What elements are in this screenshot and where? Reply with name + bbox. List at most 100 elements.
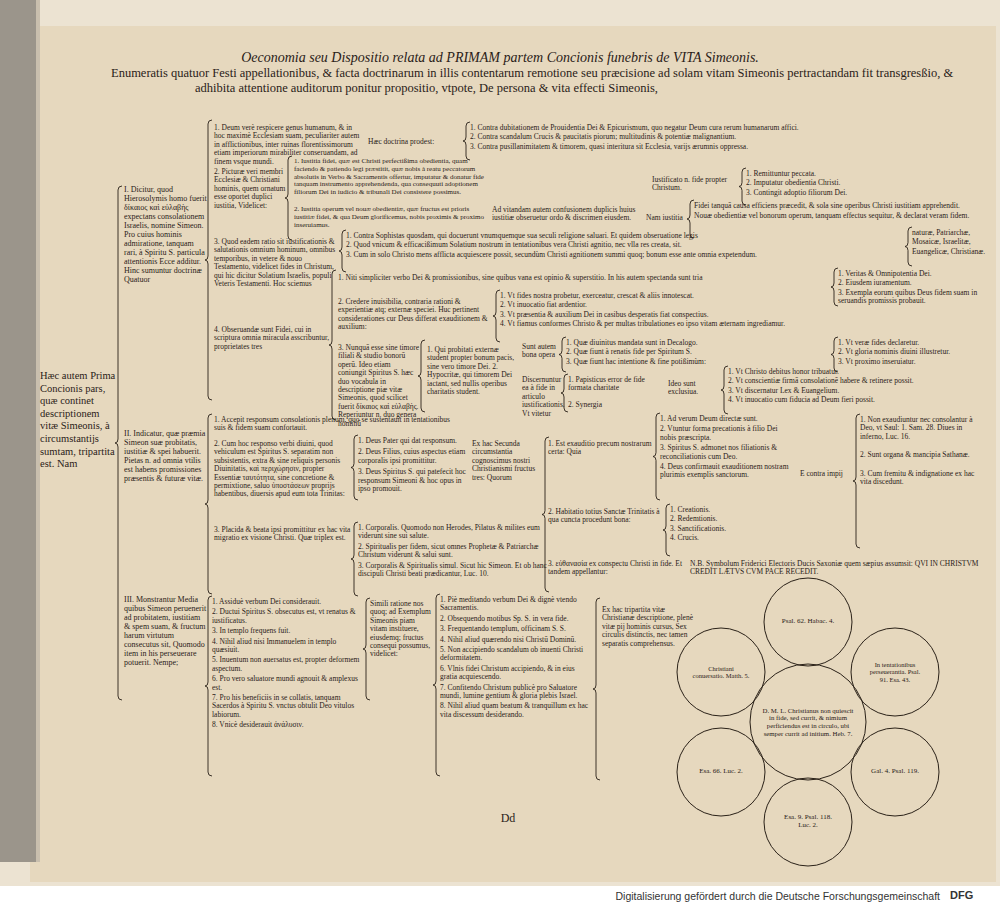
curly-bracket: [493, 290, 500, 342]
bracket-text: 3. Placida & beata ipsi promittitur ex h…: [214, 526, 352, 543]
circle-text: Christiani conuersatio. Matth. 5.: [692, 665, 750, 680]
curly-bracket: [115, 186, 122, 700]
bracket-text: Fidei tanquā causa efficiens præcedit, &…: [694, 202, 984, 210]
footer-note: DFG: [950, 889, 990, 901]
bracket-column: 1. Vt fides nostra probetur, exerceatur,…: [500, 292, 830, 329]
bracket-text: Ideo sunt exclusiua.: [668, 380, 720, 397]
bracket-text: 3. Corporalis & Spiritualis simul. Sicut…: [358, 562, 548, 579]
curly-bracket: [329, 270, 336, 420]
bracket-text: 1. Vt fides nostra probetur, exerceatur,…: [500, 292, 830, 300]
outer-circle: Christiani conuersatio. Matth. 5.: [676, 627, 766, 717]
bracket-text: 5. Inuentum non auersatus est, propter d…: [212, 656, 362, 673]
bracket-text: Enumeratis quatuor Festi appellationibus…: [195, 66, 985, 96]
bracket-text: Sunt autem bona opera: [522, 343, 562, 360]
curly-bracket: [653, 413, 660, 500]
curly-bracket: [205, 120, 212, 400]
bracket-text: 2. Vtuntur forma precationis à filio Dei…: [660, 425, 795, 442]
bracket-text: 1. Est exauditio precum nostrarum certa:…: [548, 440, 654, 457]
bracket-text: 2. Synergia: [568, 401, 663, 409]
bracket-text: 2. Picturæ veri membri Ecclesiæ & Christ…: [214, 168, 286, 210]
bracket-text: Euangelicæ, Christianæ.: [912, 248, 994, 256]
bracket-text: 1. Niti simpliciter verbo Dei & promissi…: [338, 274, 830, 282]
bracket-text: Simili ratione nos quoq; ad Exemplum Sim…: [370, 600, 432, 659]
bracket-text: Hæc doctrina prodest:: [368, 138, 460, 146]
curly-bracket: [433, 594, 440, 776]
bracket-text: 2. Spiritualis per fidem, sicut omnes Pr…: [358, 543, 548, 560]
bracket-text: 2. Vt conscientiæ firmā consolationē hab…: [728, 377, 990, 385]
bracket-text: Mosaicæ, Israelitæ,: [912, 238, 994, 246]
bracket-text: 1. Qui probitati externæ student propter…: [427, 346, 519, 396]
curly-bracket: [905, 227, 912, 266]
bracket-text: Ad vitandam autem confusionem duplicis h…: [492, 206, 642, 223]
bracket-text: 3. Quod eadem ratio sit iustificationis …: [214, 238, 340, 288]
circle-text: Esa. 66. Luc. 2.: [692, 768, 750, 776]
bracket-text: 2. Eiusdem iuramentum.: [838, 279, 988, 287]
curly-bracket: [351, 522, 358, 596]
bracket-text: 4. Obseruandæ sunt Fidei, cui in scriptu…: [214, 326, 330, 351]
bracket-text: 2. Iustitia operum vel nouæ obedientiæ, …: [294, 206, 486, 229]
bracket-text: 2. Cum hoc responso verbi diuini, quod v…: [214, 440, 352, 499]
bracket-column: 1. Corporalis. Quomodo non Herodes, Pila…: [358, 524, 548, 578]
bracket-text: 1. Papisticus error de fide formata char…: [568, 376, 663, 393]
bracket-text: N.B. Symbolum Friderici Electoris Ducis …: [690, 560, 986, 577]
footer-note: Digitalisierung gefördert durch die Deut…: [540, 891, 940, 903]
bracket-column: 1. Vt Christo debitus honor tribuatur.2.…: [728, 368, 990, 405]
curly-bracket: [559, 337, 566, 372]
bracket-text: 3. Exempla eorum quibus Deus fidem suam …: [838, 289, 988, 306]
bracket-column: 1. Assiduè verbum Dei considerauit.2. Du…: [212, 598, 362, 729]
curly-bracket: [831, 268, 838, 306]
bracket-text: 3. Cum in solo Christo mens afflicta acq…: [346, 251, 902, 259]
bracket-text: naturæ, Patriarchæ,: [912, 229, 994, 237]
bracket-column: 1. Quæ diuinitus mandata sunt in Decalog…: [566, 339, 831, 366]
bracket-text: 2. Deus Filius, cuius aspectus etiam cor…: [358, 448, 468, 465]
bracket-column: 1. Remittuntur peccata.2. Imputatur obed…: [746, 170, 976, 197]
bracket-column: 1. Papisticus error de fide formata char…: [568, 376, 663, 409]
bracket-text: 2. Obsequendo motibus Sp. S. in vera fid…: [440, 615, 592, 623]
bracket-text: 1. Iustitia fidei, quæ est Christi perfe…: [294, 158, 486, 197]
outer-circle: Psal. 62. Habac. 4.: [763, 577, 853, 667]
bracket-text: Hæc autem Prima Concionis pars, quæ cont…: [40, 370, 118, 471]
circle-text: Gal. 4. Psal. 119.: [866, 768, 924, 776]
bracket-text: 2. Contra scandalum Crucis & paucitatis …: [470, 133, 975, 141]
curly-bracket: [593, 598, 600, 780]
bracket-text: 3. Frequentando templum, officinam S. S.: [440, 625, 592, 633]
bracket-text: 3. εὐθανασία ex conspectu Christi in fid…: [548, 560, 688, 577]
bracket-column: 1. Ad verum Deum directæ sunt.2. Vtuntur…: [660, 415, 795, 480]
curly-bracket: [739, 168, 746, 205]
bracket-column: 1. Contra Sophistas quosdam, qui docueru…: [346, 232, 902, 259]
bracket-text: 4. Crucis.: [670, 534, 750, 542]
bracket-text: III. Monstrantur Media quibus Simeon per…: [124, 596, 208, 668]
bracket-text: 2. Habitatio totius Sanctæ Trinitatis à …: [548, 508, 662, 525]
bracket-text: 4. Vt inuocatio cum fiducia ad Deum fier…: [728, 396, 990, 404]
bracket-text: 6. Vlnis fidei Christum accipiendo, & in…: [440, 665, 592, 682]
bracket-text: 1. Piè meditando verbum Dei & dignè vten…: [440, 596, 592, 613]
bracket-column: 1. Non exaudiuntur nec consolantur à Deo…: [860, 416, 985, 486]
bracket-text: 3. Cum fremitu & indignatione ex hac vit…: [860, 470, 985, 487]
bracket-text: 3. Sanctificationis.: [670, 525, 750, 533]
bracket-column: 1. Deus Pater qui dat responsum.2. Deus …: [358, 437, 468, 493]
outer-circle: Gal. 4. Psal. 119.: [850, 727, 940, 817]
curly-bracket: [721, 366, 728, 414]
bracket-column: 1. Contra dubitationem de Prouidentia De…: [470, 124, 975, 151]
bracket-text: 7. Confitendo Christum publicè pro Salua…: [440, 684, 592, 701]
outer-circle: Esa. 9. Psal. 118. Luc. 2.: [763, 777, 853, 867]
bracket-text: E contra impij: [800, 470, 854, 478]
outer-circle: In tentationibus perseuerantia. Psal. 91…: [850, 627, 940, 717]
bracket-text: 8. Nihil aliud quam beatum & tranquillum…: [440, 702, 592, 719]
bracket-text: 6. Pro vero saluatore mundi agnouit & am…: [212, 675, 362, 692]
curly-bracket: [663, 504, 670, 556]
bracket-text: 1. Accepit responsum consolationis plenu…: [214, 416, 450, 433]
bracket-text: 3. Contra pusillanimitatem & timorem, qu…: [470, 143, 975, 151]
curly-bracket: [418, 340, 425, 412]
bracket-text: 3. Spiritus S. admonet nos filiationis &…: [660, 444, 795, 461]
curly-bracket: [205, 414, 212, 594]
curly-bracket: [463, 122, 470, 160]
bracket-text: II. Indicatur, quæ præmia Simeon suæ pro…: [124, 430, 208, 484]
bracket-text: 3. Quæ fiunt hac intentione & fine potiß…: [566, 358, 831, 366]
bracket-text: Ex hac tripartita vitæ Christianæ descri…: [602, 606, 694, 648]
curly-bracket: [285, 156, 292, 240]
bracket-text: Discernuntur ea à fide in articulo iusti…: [522, 376, 566, 418]
bracket-text: 3. Contingit adoptio filiorum Dei.: [746, 189, 976, 197]
bracket-text: 2. Vt gloria nominis diuini illustretur.: [838, 348, 988, 356]
bracket-text: 1. Corporalis. Quomodo non Herodes, Pila…: [358, 524, 548, 541]
